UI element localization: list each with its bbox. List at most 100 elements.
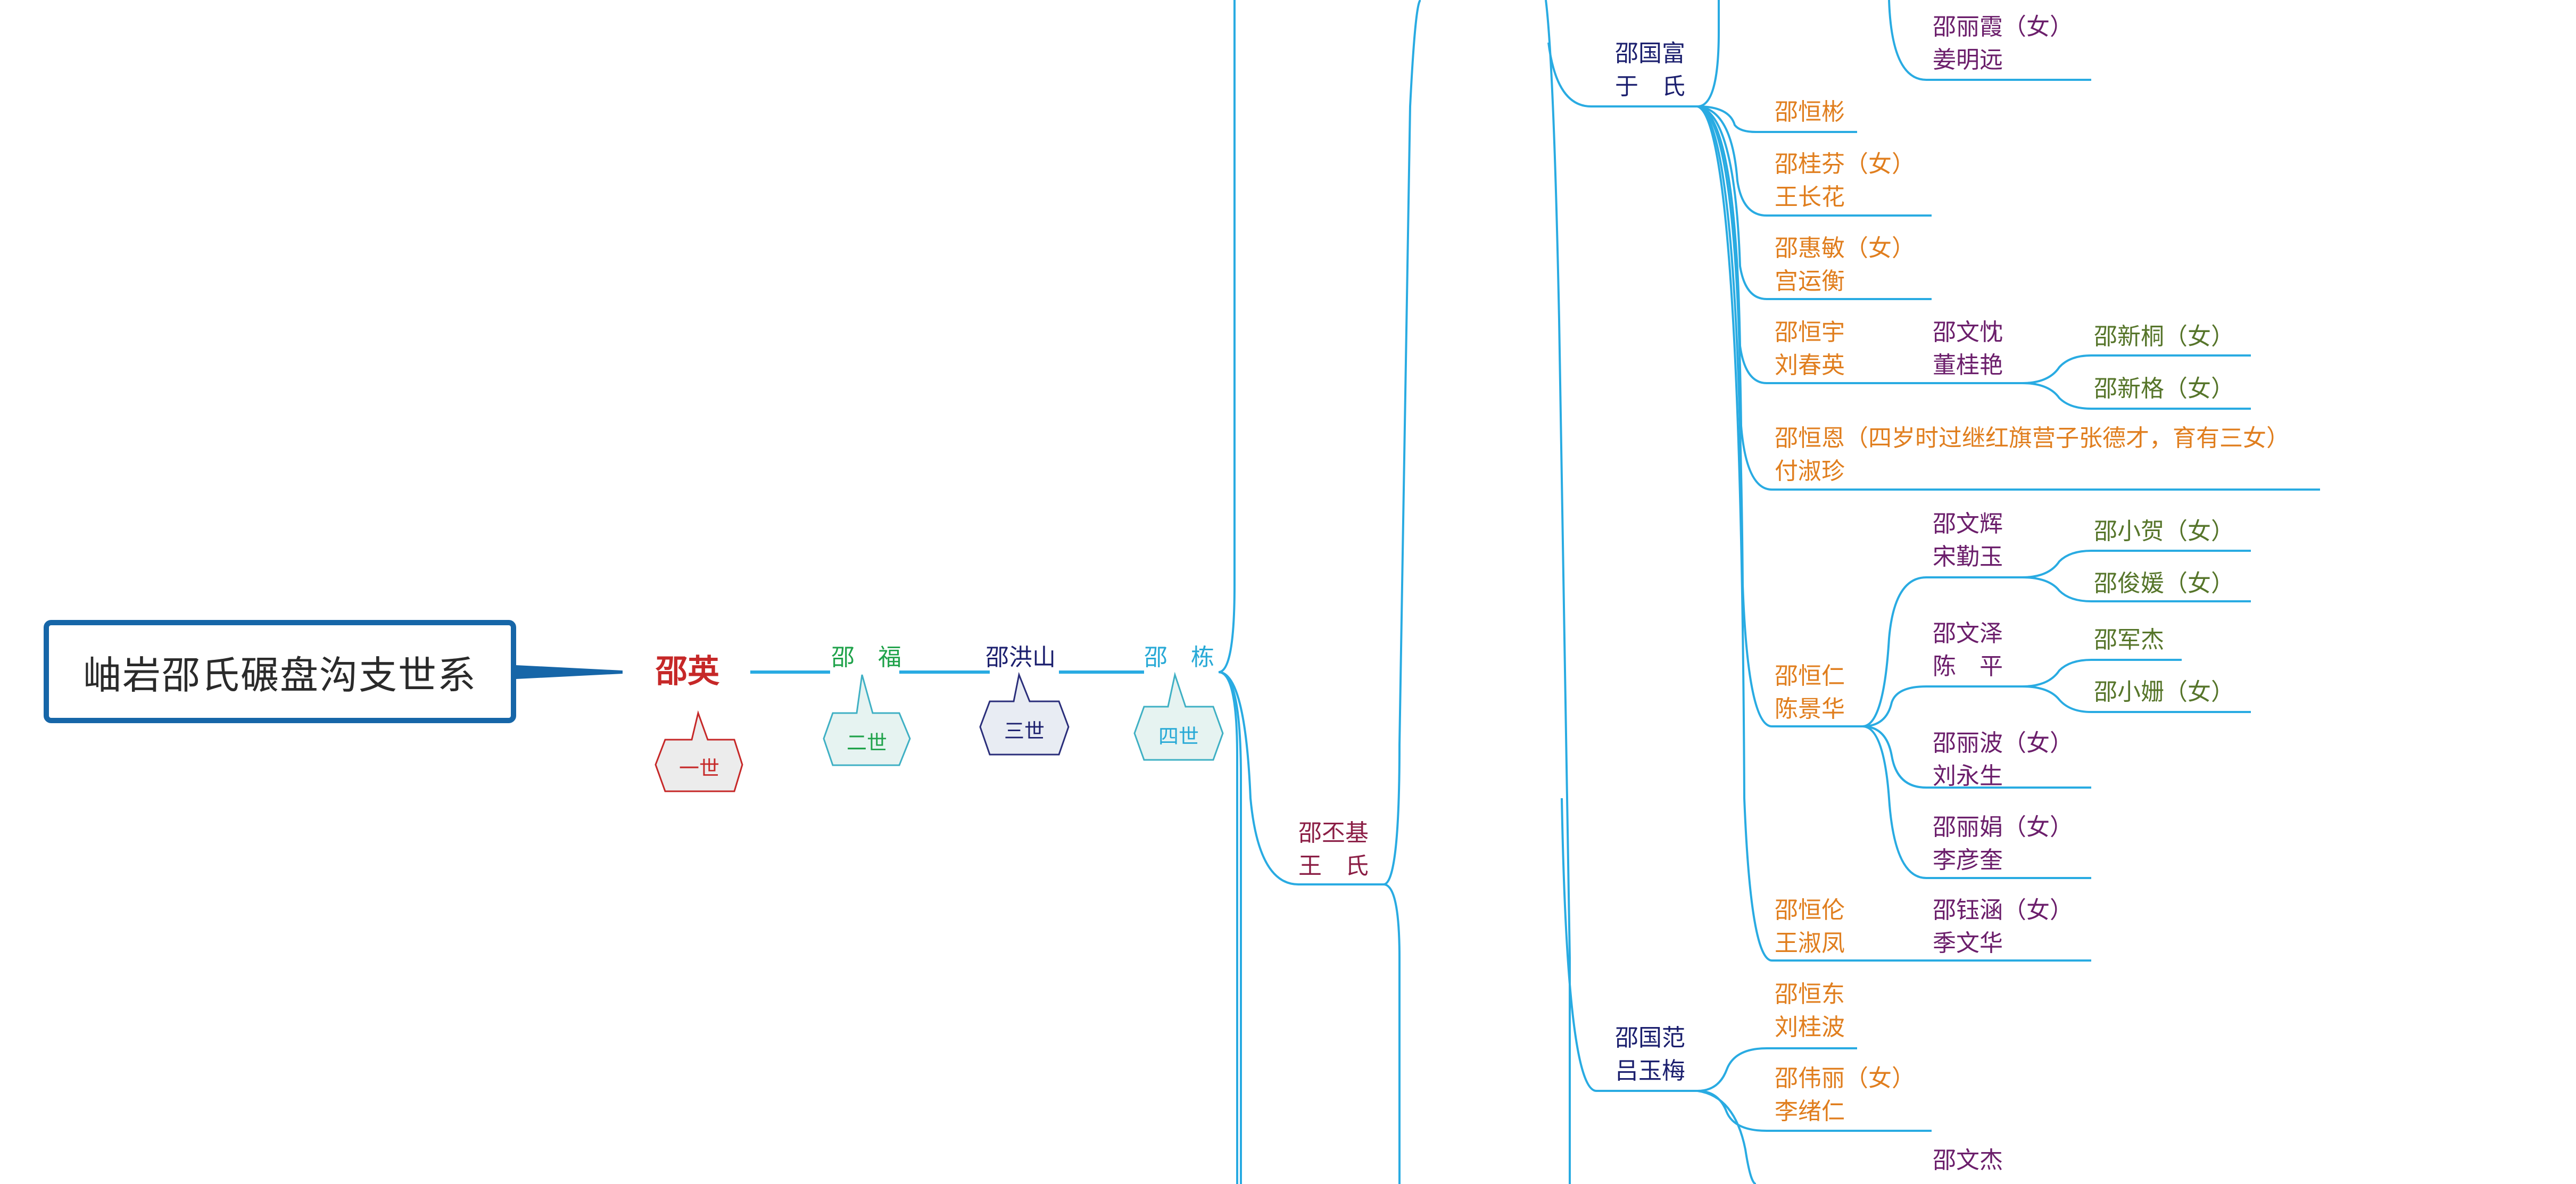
node-xiao-shan: 邵小姗（女）: [2094, 678, 2234, 706]
node-li-bo-line2: 刘永生: [1933, 763, 2003, 790]
connector-li-bo: [1862, 725, 2091, 789]
node-wen-ze-line1: 邵文泽: [1933, 620, 2003, 647]
node-wen-chen: 邵文忱 董桂艳: [1933, 316, 2003, 382]
connector-wen-ze: [1862, 685, 2022, 727]
connector-xin-ge: [2022, 382, 2251, 410]
node-jun-yuan: 邵俊媛（女）: [2094, 570, 2234, 597]
node-gui-fen: 邵桂芬（女） 王长花: [1775, 148, 1915, 214]
connector-col-guo: [1545, 0, 1571, 1184]
node-heng-dong: 邵恒东 刘桂波: [1775, 978, 1845, 1044]
connector-xiao-he: [2022, 550, 2251, 578]
node-heng-ren: 邵恒仁 陈景华: [1775, 660, 1845, 726]
connector-gui-fen: [1697, 105, 1932, 217]
gen4-name: 邵 栋: [1144, 644, 1214, 671]
connector-heng-bin: [1697, 105, 1857, 133]
node-heng-ren-line2: 陈景华: [1775, 696, 1845, 723]
connector-guo-fan: [1561, 798, 1697, 1092]
connector-xiao-shan: [2022, 685, 2251, 713]
node-li-xia-line2: 姜明远: [1933, 46, 2003, 73]
node-heng-yu: 邵恒宇 刘春英: [1775, 316, 1845, 382]
node-heng-en-line2: 付淑珍: [1775, 458, 1845, 485]
node-heng-lun: 邵恒伦 王淑凤: [1775, 894, 1845, 960]
badge-shape-g3: [979, 672, 1070, 756]
gen2-badge: 二世: [846, 731, 887, 755]
connector-pi-ji-up: [1383, 0, 1422, 885]
node-heng-en-line1: 邵恒恩（四岁时过继红旗营子张德才，育有三女）: [1775, 425, 2290, 452]
node-heng-bin: 邵恒彬: [1775, 96, 1845, 129]
gen2-name: 邵 福: [831, 644, 901, 671]
node-heng-ren-line1: 邵恒仁: [1775, 663, 1845, 690]
badge-shape-g2: [823, 674, 911, 766]
node-guo-fu-line2: 于 氏: [1615, 73, 1685, 100]
node-wen-hui-line2: 宋勤玉: [1933, 543, 2003, 570]
node-wen-jie: 邵文杰: [1933, 1144, 2003, 1177]
gen1-name: 邵英: [656, 653, 719, 690]
node-yu-han-line1: 邵钰涵（女）: [1933, 897, 2073, 924]
node-wen-jie-line1: 邵文杰: [1933, 1147, 2003, 1174]
node-heng-yu-line2: 刘春英: [1775, 352, 1845, 379]
connector-xin-tong: [2022, 354, 2251, 384]
node-heng-lun-line2: 王淑凤: [1775, 930, 1845, 957]
node-xin-ge: 邵新格（女）: [2094, 375, 2234, 402]
node-wei-li-line2: 李绪仁: [1775, 1098, 1845, 1125]
node-guo-fu-line1: 邵国富: [1615, 40, 1685, 67]
node-hui-min: 邵惠敏（女） 宫运衡: [1775, 232, 1915, 298]
connector-hui-min: [1697, 105, 1932, 300]
gen1-badge: 一世: [678, 757, 719, 780]
badge-shape-g1: [655, 710, 743, 792]
node-wei-li-line1: 邵伟丽（女）: [1775, 1065, 1915, 1092]
node-wen-ze: 邵文泽 陈 平: [1933, 617, 2003, 683]
node-li-bo: 邵丽波（女） 刘永生: [1933, 727, 2073, 793]
connector-wei-li: [1697, 1090, 1932, 1132]
node-guo-fan-line1: 邵国范: [1615, 1024, 1685, 1051]
connector-wen-hui: [1862, 576, 2022, 727]
node-wei-li: 邵伟丽（女） 李绪仁: [1775, 1062, 1915, 1128]
badge-shape-g4: [1133, 672, 1224, 761]
node-pi-ji-line1: 邵丕基: [1298, 819, 1369, 847]
connector-g4-pi-ji: [1218, 671, 1384, 885]
node-li-bo-line1: 邵丽波（女）: [1933, 730, 2073, 757]
node-hui-min-line2: 宫运衡: [1775, 268, 1845, 295]
node-heng-en: 邵恒恩（四岁时过继红旗营子张德才，育有三女） 付淑珍: [1775, 422, 2290, 488]
node-gui-fen-line2: 王长花: [1775, 184, 1845, 211]
connector-li-juan: [1862, 725, 2091, 879]
connector-li-xia: [1888, 0, 2091, 81]
node-xiao-he: 邵小贺（女）: [2094, 518, 2234, 545]
node-pi-ji-line2: 王 氏: [1298, 852, 1369, 880]
connector-heng-ren: [1697, 105, 1862, 727]
connector-heng-en: [1697, 105, 2320, 491]
connector-heng-lun: [1697, 105, 1862, 962]
node-heng-bin-line1: 邵恒彬: [1775, 98, 1845, 126]
connector-jun-yuan: [2022, 576, 2251, 602]
connector-guo-fu-up: [1697, 0, 1720, 107]
connector-heng-yu: [1697, 105, 1926, 384]
node-li-juan-line1: 邵丽娟（女）: [1933, 814, 2073, 841]
node-jun-jie: 邵军杰: [2094, 626, 2164, 653]
node-pi-ji: 邵丕基 王 氏: [1298, 817, 1369, 883]
node-li-xia-line1: 邵丽霞（女）: [1933, 13, 2073, 40]
diagram-title: 岫岩邵氏碾盘沟支世系: [82, 652, 477, 698]
node-yu-han-line2: 季文华: [1933, 930, 2003, 957]
node-wen-chen-line1: 邵文忱: [1933, 319, 2003, 346]
node-xin-tong: 邵新桐（女）: [2094, 323, 2234, 350]
gen3-name: 邵洪山: [985, 644, 1056, 671]
gen3-badge: 三世: [1004, 719, 1045, 743]
node-heng-yu-line1: 邵恒宇: [1775, 319, 1845, 346]
node-wen-chen-line2: 董桂艳: [1933, 352, 2003, 379]
connector-heng-dong: [1697, 1047, 1857, 1092]
node-guo-fu: 邵国富 于 氏: [1615, 37, 1685, 103]
node-li-juan: 邵丽娟（女） 李彦奎: [1933, 811, 2073, 877]
node-guo-fan: 邵国范 吕玉梅: [1615, 1022, 1685, 1088]
connector-pi-ji-down: [1383, 883, 1401, 1184]
node-wen-ze-line2: 陈 平: [1933, 653, 2003, 680]
node-guo-fan-line2: 吕玉梅: [1615, 1057, 1685, 1084]
node-wen-hui-line1: 邵文辉: [1933, 510, 2003, 537]
connector-wen-jie: [1697, 1090, 1757, 1184]
node-yu-han: 邵钰涵（女） 季文华: [1933, 894, 2073, 960]
node-li-juan-line2: 李彦奎: [1933, 847, 2003, 874]
node-heng-dong-line1: 邵恒东: [1775, 981, 1845, 1008]
title-box: 岫岩邵氏碾盘沟支世系: [44, 620, 516, 723]
connector-jun-jie: [2022, 659, 2182, 688]
connector-guo-fu: [1547, 42, 1697, 107]
